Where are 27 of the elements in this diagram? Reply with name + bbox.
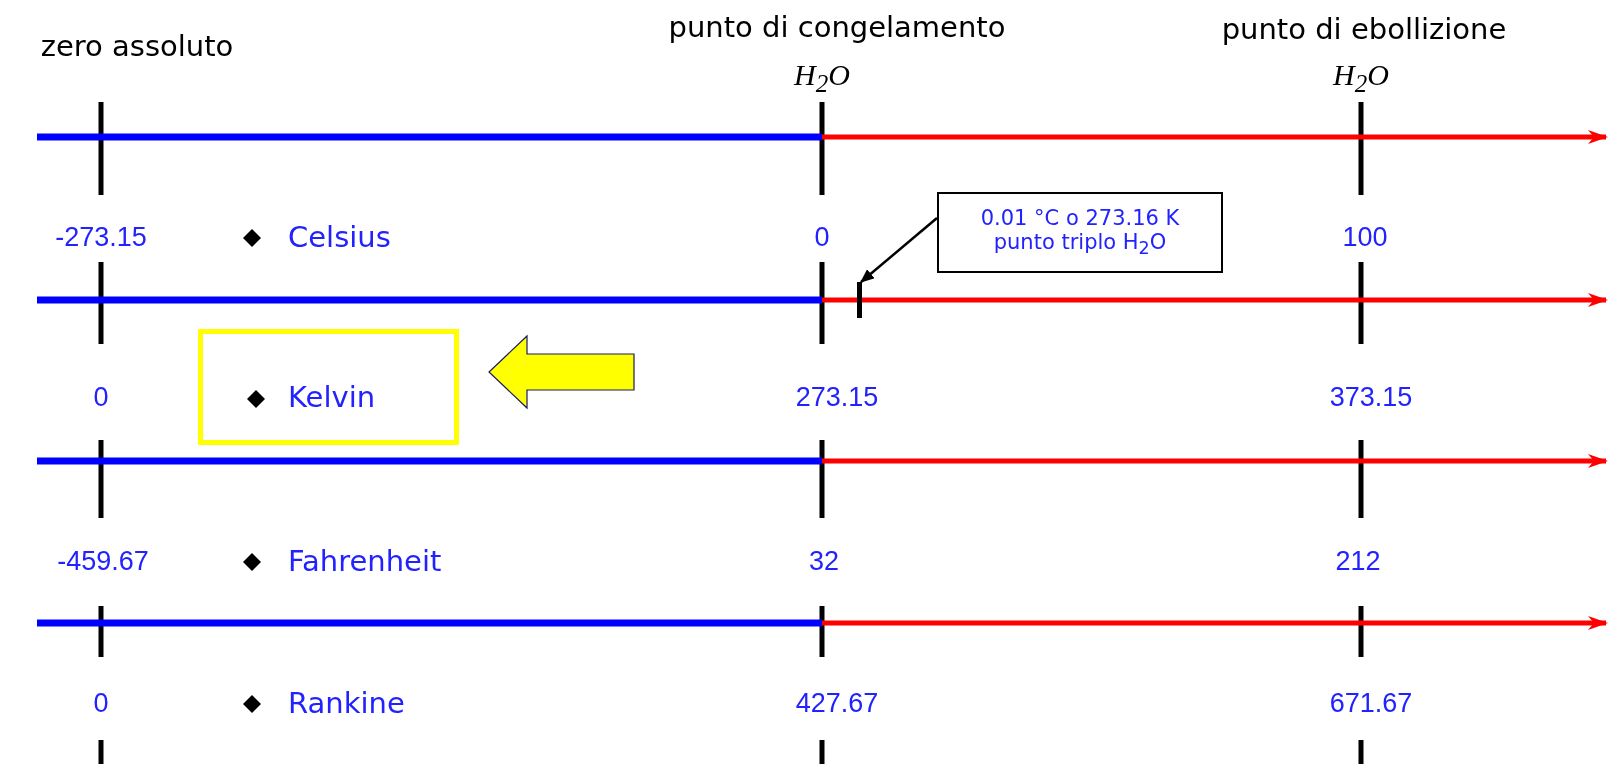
value-text: 100 — [1342, 223, 1388, 253]
scale-name: Rankine — [288, 688, 405, 720]
value-text: -273.15 — [55, 223, 147, 253]
value-text: 212 — [1335, 547, 1381, 577]
value-text: 273.15 — [795, 383, 879, 413]
formula-text: H$_{2}$O — [794, 58, 850, 98]
value-text: 373.15 — [1329, 383, 1413, 413]
heading-text: punto di congelamento — [668, 12, 1006, 44]
leader-line — [860, 217, 938, 283]
highlight-frame — [198, 329, 459, 445]
tick-mark — [857, 282, 862, 318]
formula-text: H$_{2}$O — [1333, 58, 1389, 98]
callout-text: 0.01 °C o 273.16 K punto triplo H$_{2}$O — [979, 206, 1181, 259]
scale-name: Kelvin — [288, 382, 376, 414]
scale-name: Celsius — [288, 222, 391, 254]
heading-text: punto di ebollizione — [1221, 14, 1507, 46]
value-text: 0 — [93, 383, 109, 413]
value-text: 671.67 — [1329, 689, 1413, 719]
block-arrow — [488, 334, 635, 410]
heading-text: zero assoluto — [40, 31, 234, 63]
value-text: -459.67 — [57, 547, 149, 577]
value-text: 32 — [808, 547, 839, 577]
value-text: 0 — [814, 223, 830, 253]
callout-box — [937, 192, 1223, 273]
value-text: 427.67 — [795, 689, 879, 719]
value-text: 0 — [93, 689, 109, 719]
scale-name: Fahrenheit — [288, 546, 442, 578]
